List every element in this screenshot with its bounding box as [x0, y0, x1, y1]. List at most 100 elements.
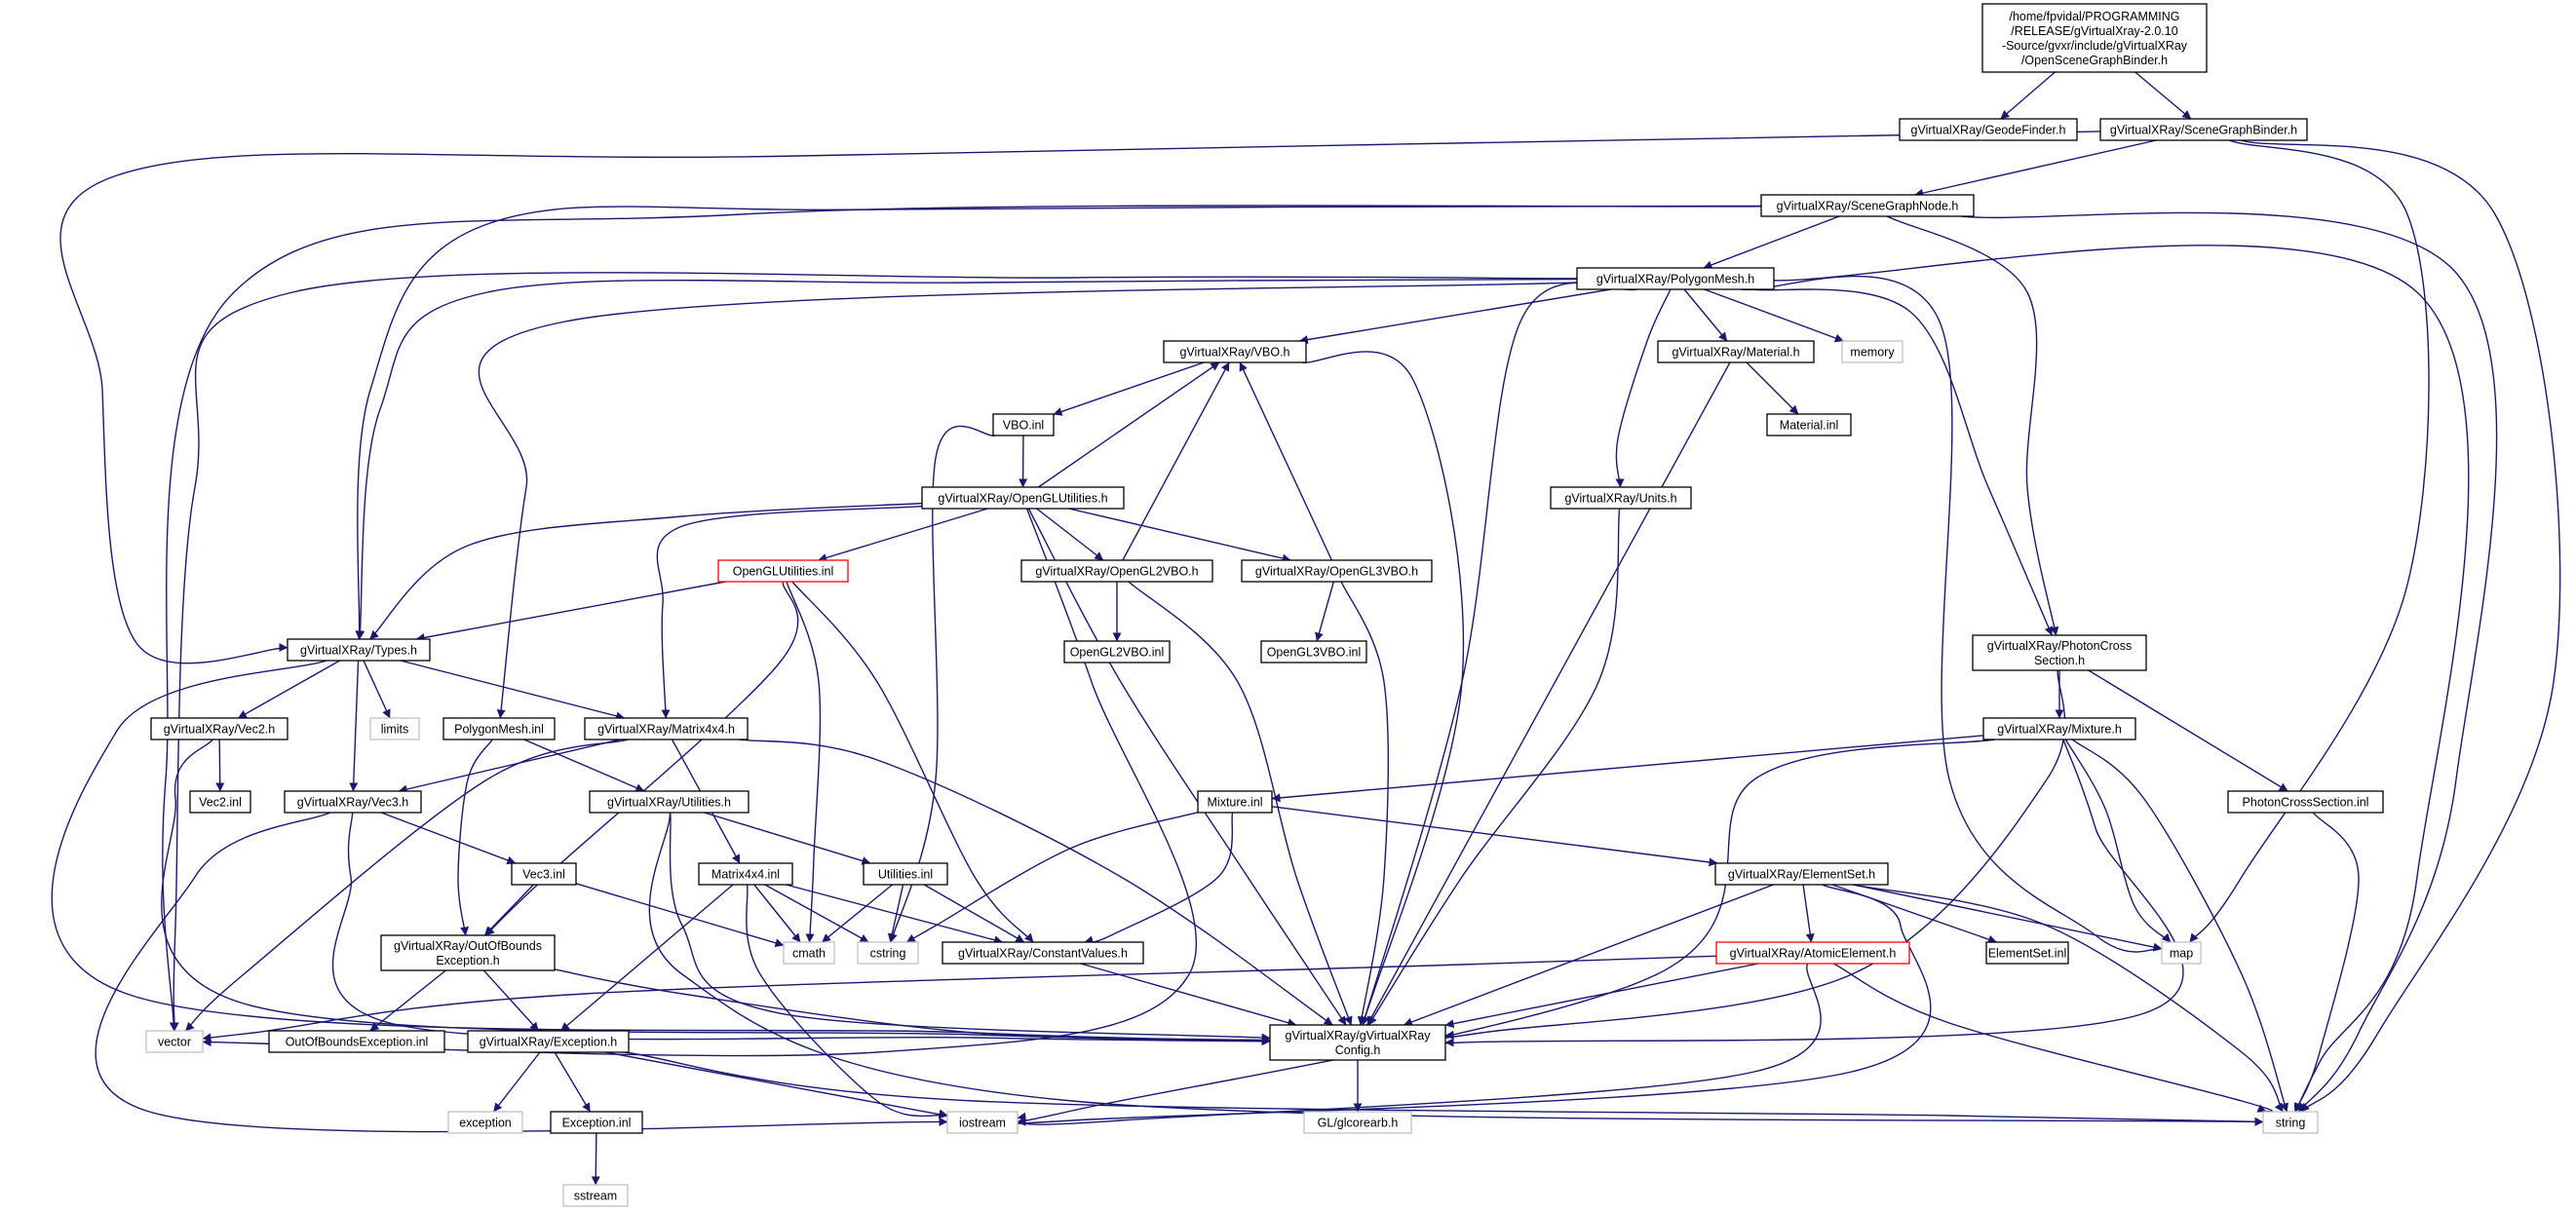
edge-vec3inl-to-cmath	[575, 883, 785, 948]
node-scenegraphbinder[interactable]: gVirtualXRay/SceneGraphBinder.h	[2099, 118, 2308, 141]
node-label: gVirtualXRay/PolygonMesh.h	[1596, 273, 1754, 286]
node-ogl2vboh[interactable]: gVirtualXRay/OpenGL2VBO.h	[1020, 559, 1213, 583]
node-box	[942, 941, 1144, 965]
nodes-layer: /home/fpvidal/PROGRAMMING/RELEASE/gVirtu…	[145, 3, 2384, 1207]
node-label: gVirtualXRay/GeodeFinder.h	[1911, 124, 2066, 137]
node-typesh[interactable]: gVirtualXRay/Types.h	[287, 638, 431, 662]
edge-vec3inl-to-outofboundsh	[483, 884, 534, 936]
edge-polymeshinl-to-utilitiesh	[523, 739, 645, 792]
edge-scenegraphbinder-to-map	[2189, 139, 2430, 943]
node-utilitiesinl[interactable]: Utilities.inl	[863, 862, 948, 886]
node-vec2h[interactable]: gVirtualXRay/Vec2.h	[150, 717, 288, 740]
node-box	[863, 862, 948, 886]
edge-polygonmesh-to-typesh	[356, 278, 1578, 640]
node-box	[2262, 1111, 2319, 1134]
node-box	[1576, 267, 1775, 290]
node-box	[946, 1111, 1019, 1134]
node-exceptioninl[interactable]: Exception.inl	[550, 1111, 643, 1134]
node-vboh[interactable]: gVirtualXRay/VBO.h	[1163, 340, 1307, 363]
node-materialh[interactable]: gVirtualXRay/Material.h	[1657, 340, 1815, 363]
node-elementsetinl[interactable]: ElementSet.inl	[1985, 941, 2069, 965]
node-vboinl[interactable]: VBO.inl	[992, 413, 1055, 436]
node-vec3h[interactable]: gVirtualXRay/Vec3.h	[284, 790, 422, 814]
edge-polygonmesh-to-unitsh	[1615, 288, 1672, 488]
edge-oglutilh-to-ogl3vboh	[1068, 508, 1291, 563]
edge-typesh-to-configh	[51, 660, 1271, 1044]
edge-polygonmesh-to-materialh	[1683, 288, 1728, 342]
node-ogl3vboh[interactable]: gVirtualXRay/OpenGL3VBO.h	[1241, 559, 1433, 583]
node-box	[1020, 559, 1213, 583]
node-atomich[interactable]: gVirtualXRay/AtomicElement.h	[1715, 941, 1910, 965]
node-label: Section.h	[2034, 654, 2085, 667]
edge-outofboundsh-to-configh	[554, 968, 1271, 1044]
node-label: Utilities.inl	[878, 868, 933, 882]
node-geodefinder[interactable]: gVirtualXRay/GeodeFinder.h	[1899, 118, 2078, 141]
node-label: gVirtualXRay/ElementSet.h	[1728, 868, 1875, 882]
node-oglutilh[interactable]: gVirtualXRay/OpenGLUtilities.h	[921, 486, 1125, 510]
node-label: limits	[381, 723, 408, 737]
edge-scenegraphnode-to-string	[1961, 211, 2498, 1113]
node-box	[698, 862, 793, 886]
node-label: ElementSet.inl	[1988, 947, 2067, 961]
node-label: vector	[158, 1036, 191, 1049]
node-outofboundsinl[interactable]: OutOfBoundsException.inl	[268, 1030, 445, 1053]
node-label: map	[2170, 947, 2193, 961]
edge-oglutilinl-to-outofboundsh	[484, 581, 799, 936]
edge-vec2h-to-configh	[161, 739, 1271, 1045]
edge-vec2h-to-vec2inl	[215, 739, 225, 792]
node-constantsh[interactable]: gVirtualXRay/ConstantValues.h	[942, 941, 1144, 965]
edge-utilitiesinl-to-constantsh	[923, 884, 1025, 943]
edge-typesh-to-vec3h	[349, 660, 360, 792]
node-photoninl[interactable]: PhotonCrossSection.inl	[2227, 790, 2384, 814]
node-label: -Source/gvxr/include/gVirtualXRay	[2002, 39, 2188, 53]
edge-mixtureinl-to-constantsh	[1084, 812, 1234, 945]
node-photonh[interactable]: gVirtualXRay/PhotonCrossSection.h	[1972, 634, 2147, 671]
node-mixtureinl[interactable]: Mixture.inl	[1197, 790, 1273, 814]
node-exceptionh[interactable]: gVirtualXRay/Exception.h	[467, 1030, 630, 1053]
edge-mixtureh-to-string	[2071, 739, 2288, 1113]
node-vec2inl[interactable]: Vec2.inl	[189, 790, 251, 814]
edge-unitsh-to-configh	[1367, 508, 1621, 1026]
node-label: cmath	[792, 947, 826, 961]
node-label: /OpenSceneGraphBinder.h	[2021, 54, 2168, 67]
edge-constantsh-to-configh	[1080, 963, 1297, 1027]
node-unitsh[interactable]: gVirtualXRay/Units.h	[1550, 486, 1692, 510]
node-polygonmesh[interactable]: gVirtualXRay/PolygonMesh.h	[1576, 267, 1775, 290]
node-ogl2vboinl[interactable]: OpenGL2VBO.inl	[1063, 640, 1171, 663]
node-box	[369, 717, 420, 740]
edge-matrixinl-to-exceptionh	[559, 884, 734, 1032]
edge-oglutilh-to-vboh	[1038, 361, 1220, 488]
node-matrixh[interactable]: gVirtualXRay/Matrix4x4.h	[584, 717, 749, 740]
node-label: gVirtualXRay/Mixture.h	[1997, 723, 2122, 737]
node-oglutilinl[interactable]: OpenGLUtilities.inl	[717, 559, 849, 583]
node-label: gVirtualXRay/SceneGraphNode.h	[1777, 200, 1959, 213]
node-box	[550, 1111, 643, 1134]
edge-scenegraphnode-to-vector	[162, 205, 1762, 1032]
node-label: gVirtualXRay/OpenGL3VBO.h	[1255, 565, 1418, 579]
node-utilitiesh[interactable]: gVirtualXRay/Utilities.h	[589, 790, 750, 814]
node-box	[1163, 340, 1307, 363]
edge-scenegraphnode-to-typesh	[355, 205, 1762, 640]
node-box	[1760, 194, 1975, 217]
node-mixtureh[interactable]: gVirtualXRay/Mixture.h	[1982, 717, 2136, 740]
node-box	[921, 486, 1125, 510]
node-label: Matrix4x4.inl	[711, 868, 780, 882]
node-matrixinl[interactable]: Matrix4x4.inl	[698, 862, 793, 886]
node-root[interactable]: /home/fpvidal/PROGRAMMING/RELEASE/gVirtu…	[1981, 3, 2208, 73]
node-outofboundsh[interactable]: gVirtualXRay/OutOfBoundsException.h	[380, 934, 556, 971]
node-polymeshinl[interactable]: PolygonMesh.inl	[442, 717, 556, 740]
edge-ogl2vboh-to-vboh	[1122, 361, 1230, 561]
node-label: gVirtualXRay/OpenGL2VBO.h	[1035, 565, 1198, 579]
node-ogl3vboinl[interactable]: OpenGL3VBO.inl	[1260, 640, 1367, 663]
node-label: gVirtualXRay/Units.h	[1564, 492, 1676, 506]
node-box	[1269, 1024, 1446, 1061]
node-scenegraphnode[interactable]: gVirtualXRay/SceneGraphNode.h	[1760, 194, 1975, 217]
edge-oglutilinl-to-constantsh	[791, 581, 1034, 943]
node-vec3inl[interactable]: Vec3.inl	[511, 862, 577, 886]
edge-matrixh-to-vector	[184, 739, 629, 1032]
node-materialinl[interactable]: Material.inl	[1766, 413, 1852, 436]
edge-polygonmesh-to-polymeshinl	[478, 282, 1578, 719]
node-elementseth[interactable]: gVirtualXRay/ElementSet.h	[1714, 862, 1889, 886]
edge-atomich-to-configh	[1444, 963, 1759, 1029]
